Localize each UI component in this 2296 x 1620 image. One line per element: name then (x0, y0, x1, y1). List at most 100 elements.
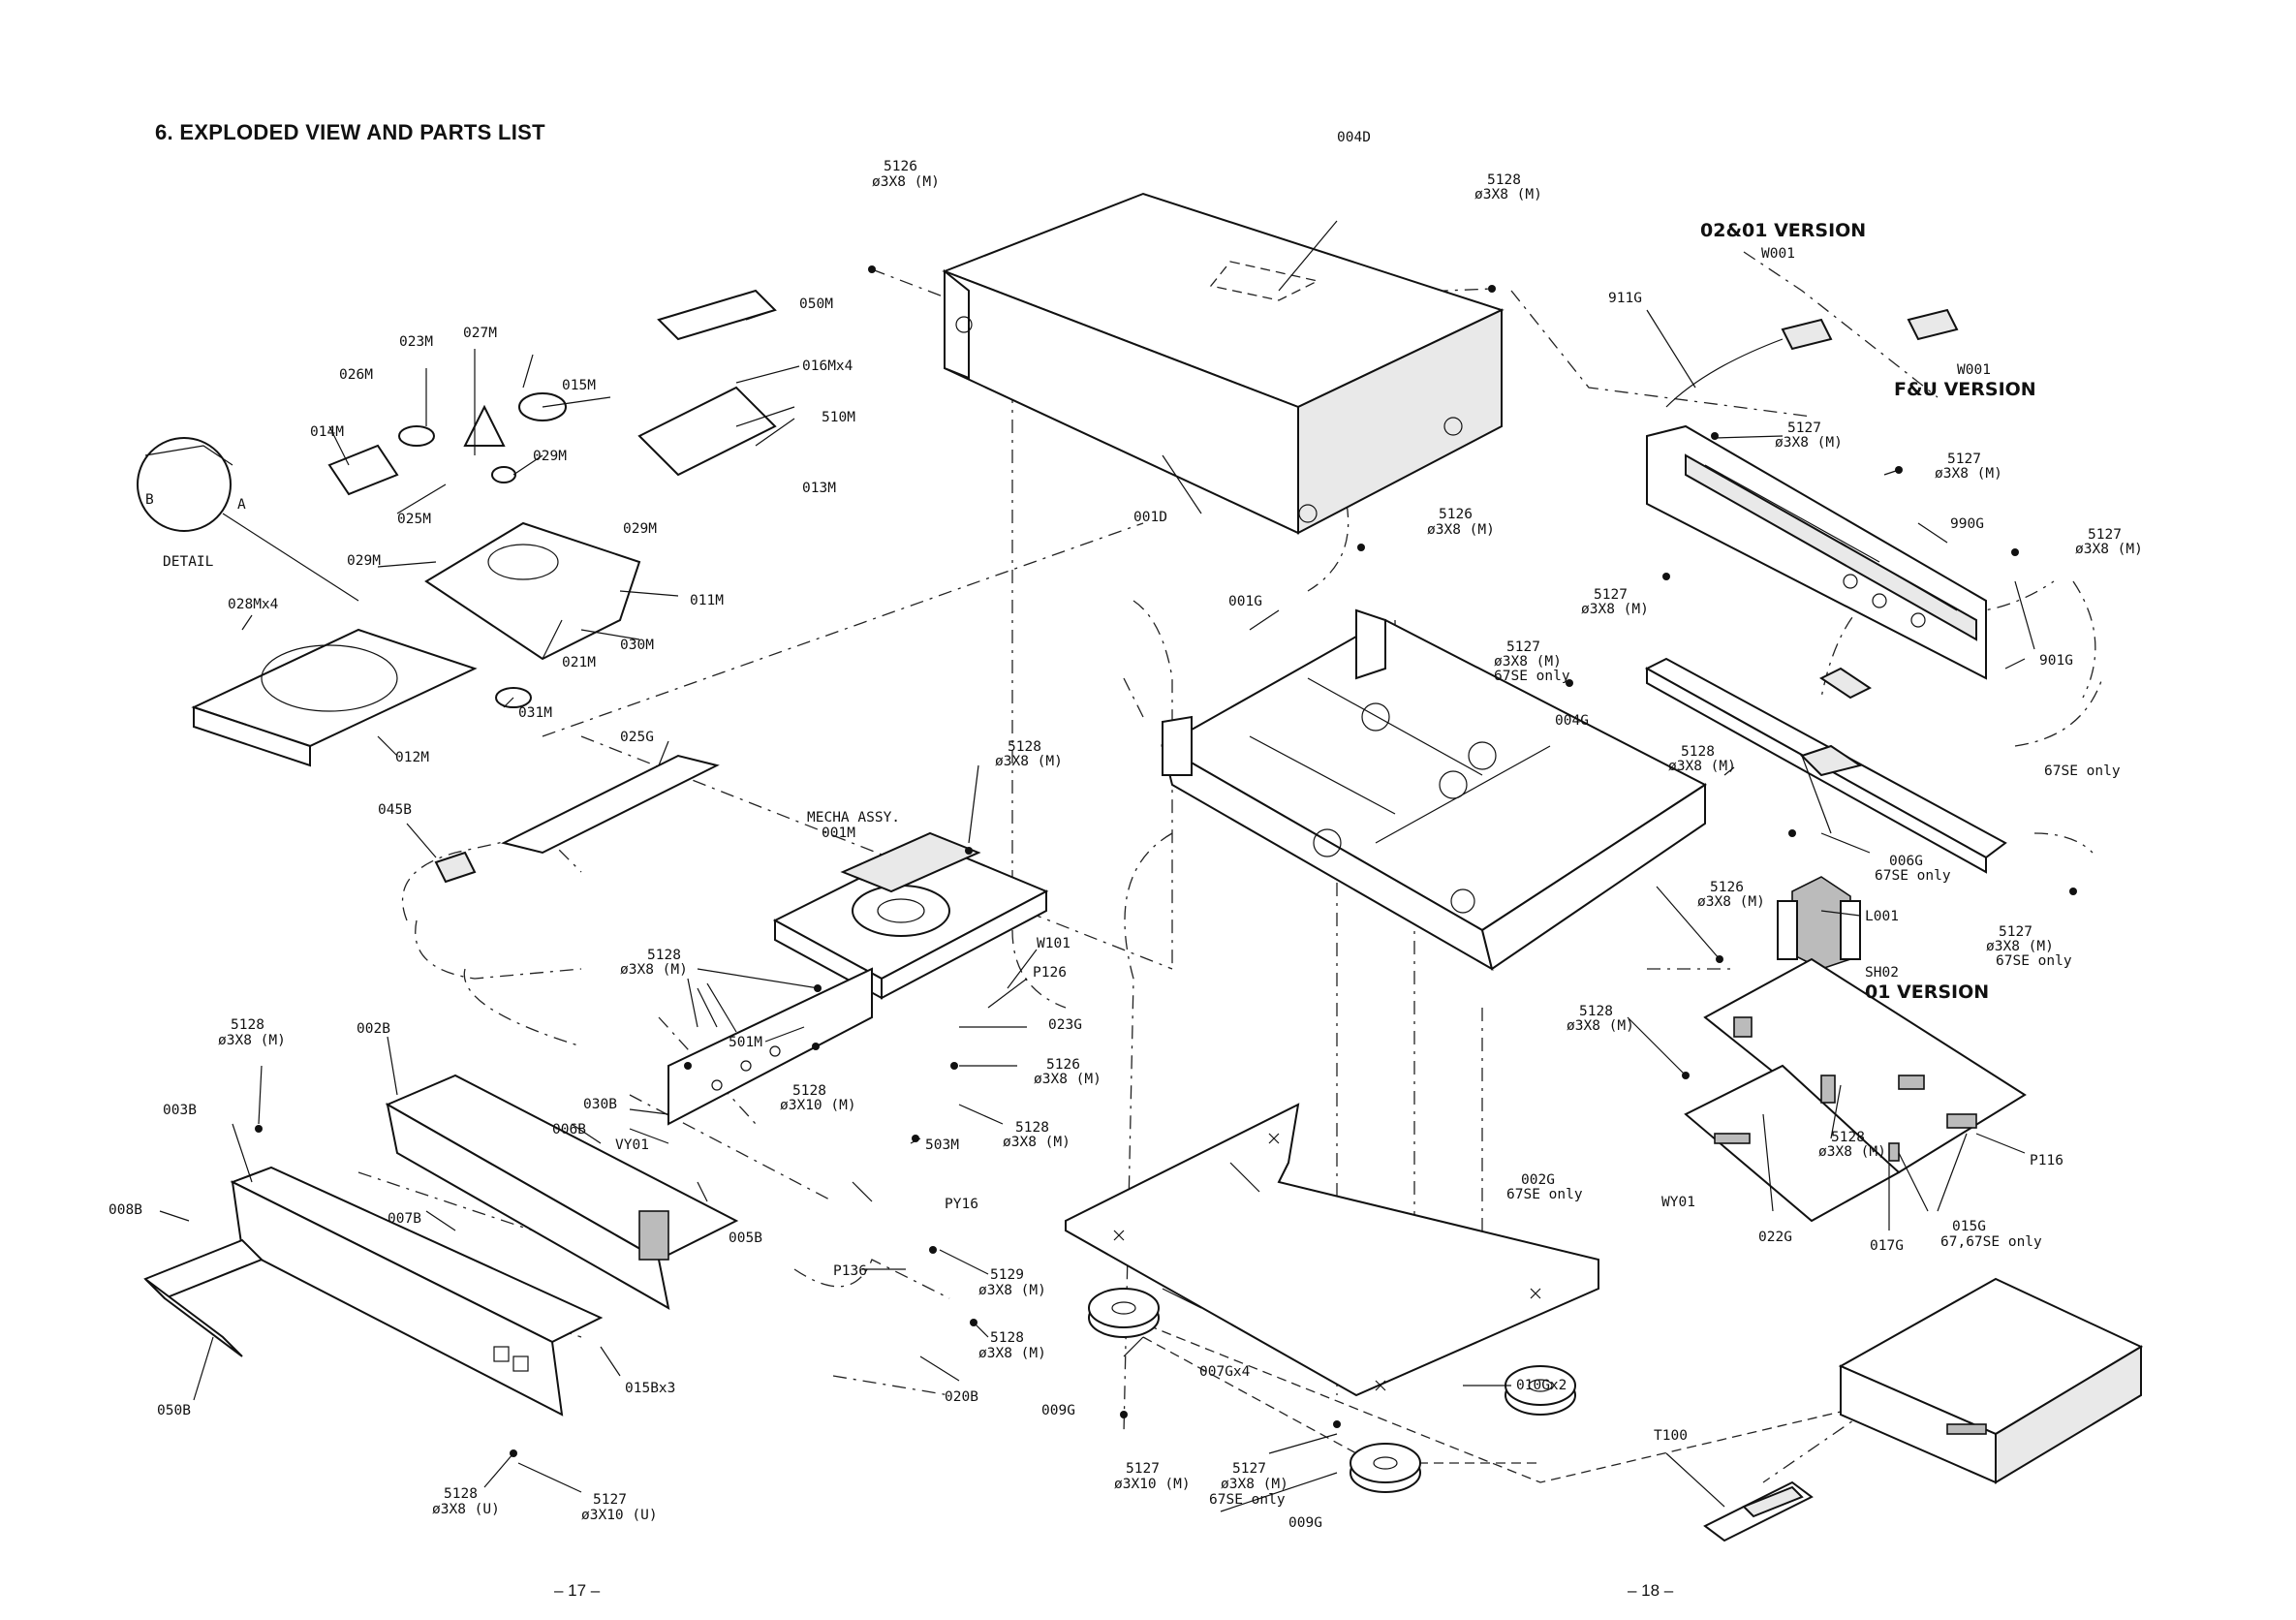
page-number-left: – 17 – (554, 1581, 601, 1600)
label-5126-e-size: ø3X8 (M) (1697, 894, 1765, 910)
mecha-frame-011M (424, 521, 641, 661)
label-017G: 017G (1870, 1238, 1904, 1254)
label-5128-l-size: ø3X8 (M) (218, 1033, 286, 1048)
label-5127-b-size: ø3X8 (M) (1935, 466, 2002, 482)
slide-025G (501, 754, 720, 855)
label-010G: 010Gx2 (1516, 1378, 1567, 1393)
label-025M: 025M (397, 512, 431, 527)
feet (1088, 1288, 1576, 1493)
label-5127-n-size: ø3X10 (M) (1114, 1477, 1191, 1492)
label-002G: 002G (1521, 1172, 1555, 1188)
label-version-02-01: 02&01 VERSION (1700, 220, 1866, 241)
label-009G-a: 009G (1041, 1403, 1075, 1418)
label-5127-e-code: 5127 (1506, 639, 1540, 655)
label-001D: 001D (1133, 510, 1167, 525)
label-004G: 004G (1555, 713, 1589, 729)
label-022G: 022G (1758, 1230, 1792, 1245)
label-005B: 005B (729, 1231, 762, 1246)
label-003B: 003B (163, 1103, 197, 1118)
label-T100: T100 (1654, 1428, 1688, 1444)
label-5126-top-size: ø3X8 (M) (872, 174, 940, 190)
label-023G: 023G (1048, 1017, 1082, 1033)
label-030M: 030M (620, 638, 654, 653)
bracket-004G (1644, 657, 2007, 874)
chassis-001G (1160, 608, 1707, 972)
label-5126-mid-size: ø3X8 (M) (1427, 522, 1495, 538)
label-5128-m-code: 5128 (444, 1486, 478, 1502)
label-5128-k-size: ø3X8 (M) (978, 1346, 1046, 1361)
label-013M: 013M (802, 481, 836, 496)
label-5128-top-code: 5128 (1487, 172, 1521, 188)
label-012M: 012M (395, 750, 429, 765)
label-WY01: WY01 (1661, 1195, 1695, 1210)
label-5127-f-code: 5127 (1999, 924, 2032, 940)
rear-panel-901G (1646, 424, 1987, 680)
label-011M: 011M (690, 593, 724, 608)
label-mark-A: A (237, 497, 246, 513)
label-5127-e-note: 67SE only (1494, 669, 1570, 684)
label-5127-n-code: 5127 (1126, 1461, 1160, 1477)
label-5128-g-size: ø3X8 (M) (1818, 1144, 1886, 1160)
remote-control-T100 (1703, 1480, 1814, 1542)
label-mecha-assy: MECHA ASSY. (807, 810, 900, 826)
label-5127-d-size: ø3X8 (M) (1581, 602, 1649, 617)
label-001G: 001G (1228, 594, 1262, 609)
label-5128-h-size: ø3X8 (M) (620, 962, 688, 978)
label-006B: 006B (552, 1122, 586, 1137)
label-050B: 050B (157, 1403, 191, 1418)
label-029M-c: 029M (347, 553, 381, 569)
label-004D: 004D (1337, 130, 1371, 145)
label-031M: 031M (518, 705, 552, 721)
label-5128-e-size: ø3X8 (M) (1668, 759, 1736, 774)
label-990G: 990G (1950, 516, 1984, 532)
label-5126-e-code: 5126 (1710, 880, 1744, 895)
label-P136: P136 (833, 1263, 867, 1279)
label-5128-mecha-code: 5128 (1008, 739, 1041, 755)
label-P116: P116 (2030, 1153, 2063, 1168)
label-5127-o-code: 5127 (1232, 1461, 1266, 1477)
bottom-plate-002G (1065, 1103, 1599, 1397)
label-016M: 016Mx4 (802, 358, 853, 374)
foot-010G (1505, 1365, 1576, 1416)
label-5127-c-code: 5127 (2088, 527, 2122, 543)
page-title: 6. EXPLODED VIEW AND PARTS LIST (155, 120, 545, 144)
label-026M: 026M (339, 367, 373, 383)
label-5126-top-code: 5126 (884, 159, 917, 174)
label-5128-mecha-size: ø3X8 (M) (995, 754, 1063, 769)
label-VY01: VY01 (615, 1137, 649, 1153)
foot-009G-right (1350, 1443, 1421, 1493)
label-014M: 014M (310, 424, 344, 440)
page-number-right: – 18 – (1628, 1581, 1674, 1600)
label-045B: 045B (378, 802, 412, 818)
label-5127-a-size: ø3X8 (M) (1775, 435, 1843, 451)
label-5126-i-code: 5126 (1046, 1057, 1080, 1073)
label-911G: 911G (1608, 291, 1642, 306)
label-023M: 023M (399, 334, 433, 350)
label-67SE-only: 67SE only (2044, 763, 2121, 779)
label-P126: P126 (1033, 965, 1067, 981)
label-5127-e-size: ø3X8 (M) (1494, 654, 1562, 670)
label-5128-m-size: ø3X8 (U) (432, 1502, 500, 1517)
power-transformer-L001 (1777, 667, 1872, 970)
label-5129-code: 5129 (990, 1267, 1024, 1283)
label-510M: 510M (822, 410, 855, 425)
label-009G-b: 009G (1288, 1515, 1322, 1531)
label-006G-note: 67SE only (1875, 868, 1951, 884)
label-5126-i-size: ø3X8 (M) (1034, 1072, 1101, 1087)
label-007B: 007B (388, 1211, 421, 1227)
label-002B: 002B (357, 1021, 390, 1037)
label-5128-g-code: 5128 (1831, 1130, 1865, 1145)
label-5127-o-size: ø3X8 (M) (1221, 1477, 1288, 1492)
label-5127-f-size: ø3X8 (M) (1986, 939, 2054, 954)
part-labels: 004D 001D 5126 ø3X8 (M) 5128 ø3X8 (M) 51… (109, 130, 2143, 1531)
label-W101: W101 (1037, 936, 1070, 951)
label-5128-k-code: 5128 (990, 1330, 1024, 1346)
label-007G: 007Gx4 (1199, 1364, 1251, 1380)
label-5126-mid-code: 5126 (1439, 507, 1473, 522)
label-030B: 030B (583, 1097, 617, 1112)
part-045B (434, 851, 477, 884)
label-version-01: 01 VERSION (1865, 981, 1989, 1003)
label-015M: 015M (562, 378, 596, 393)
label-5128-l-code: 5128 (231, 1017, 264, 1033)
label-5128-i-code: 5128 (792, 1083, 826, 1099)
